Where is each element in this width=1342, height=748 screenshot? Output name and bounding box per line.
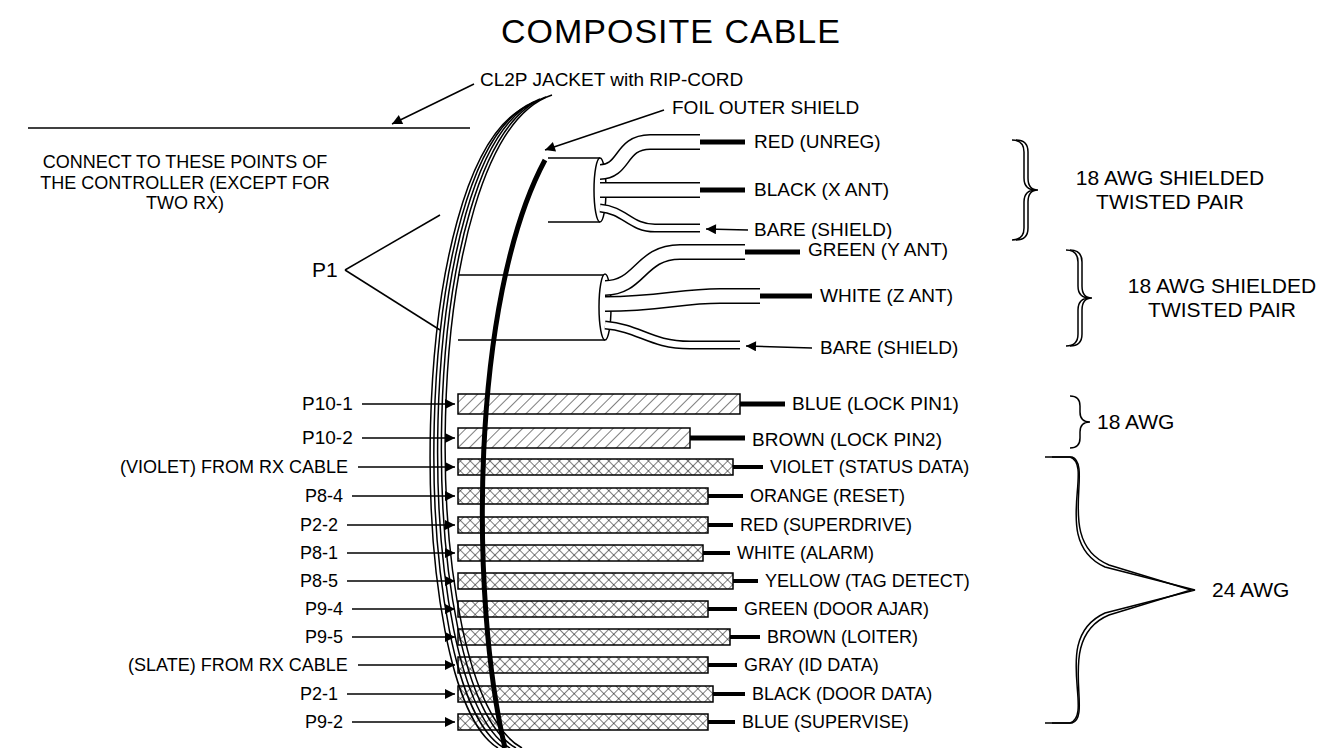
label: ORANGE (RESET) [748, 486, 907, 507]
label: BLUE (LOCK PIN1) [790, 393, 961, 415]
label: BROWN (LOCK PIN2) [750, 429, 944, 451]
label: GREEN (Y ANT) [806, 239, 950, 261]
label: CONNECT TO THESE POINTS OF THE CONTROLLE… [38, 152, 332, 214]
label: VIOLET (STATUS DATA) [768, 457, 971, 478]
label: (VIOLET) FROM RX CABLE [118, 457, 350, 478]
label: GREEN (DOOR AJAR) [742, 599, 931, 620]
label: P8-5 [298, 571, 340, 592]
label: P10-1 [300, 393, 355, 415]
label: 24 AWG [1210, 578, 1291, 602]
label: BLUE (SUPERVISE) [740, 712, 911, 733]
label: GRAY (ID DATA) [742, 655, 881, 676]
diagram-title: COMPOSITE CABLE [499, 12, 843, 51]
label: WHITE (ALARM) [735, 543, 876, 564]
label: CL2P JACKET with RIP-CORD [478, 69, 745, 91]
label: P1 [310, 258, 340, 282]
label: P9-5 [303, 627, 345, 648]
label: WHITE (Z ANT) [818, 285, 955, 307]
label: P8-1 [298, 543, 340, 564]
label: BARE (SHIELD) [752, 219, 894, 241]
label: BARE (SHIELD) [818, 337, 960, 359]
label: RED (SUPERDRIVE) [738, 515, 914, 536]
label: (SLATE) FROM RX CABLE [126, 655, 350, 676]
label: FOIL OUTER SHIELD [670, 97, 861, 119]
label: BLACK (DOOR DATA) [750, 684, 934, 705]
label: P10-2 [300, 427, 355, 449]
label: P9-4 [303, 599, 345, 620]
label: BLACK (X ANT) [752, 179, 891, 201]
label: BROWN (LOITER) [765, 627, 920, 648]
label: 18 AWG [1095, 410, 1176, 434]
label: RED (UNREG) [752, 131, 883, 153]
label: P2-1 [298, 684, 340, 705]
label: P8-4 [303, 486, 345, 507]
label: 18 AWG SHIELDED TWISTED PAIR [1053, 166, 1287, 214]
label: YELLOW (TAG DETECT) [763, 571, 972, 592]
label: 18 AWG SHIELDED TWISTED PAIR [1105, 274, 1339, 322]
label: P9-2 [303, 712, 345, 733]
label: P2-2 [298, 515, 340, 536]
